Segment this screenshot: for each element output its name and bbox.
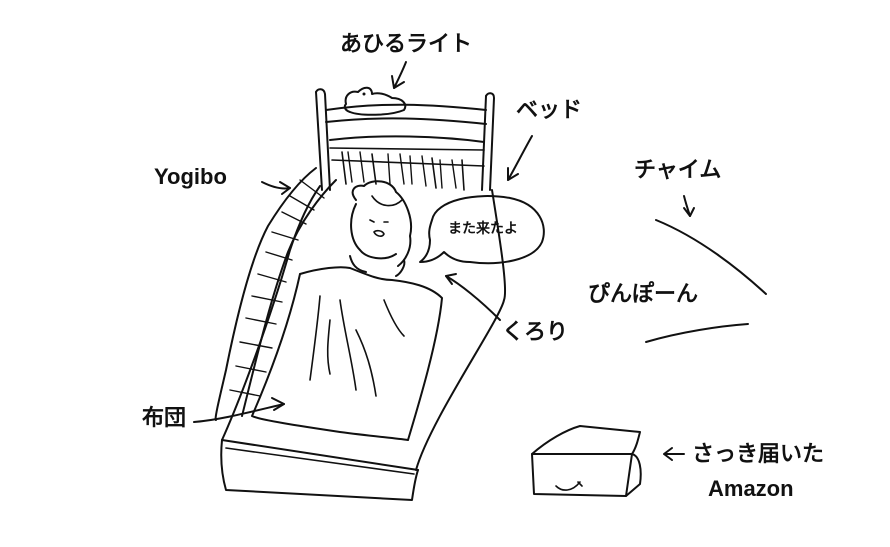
bed-label: ベッド (516, 98, 583, 123)
bed-frame (315, 88, 507, 471)
speech-bubble-shape (419, 195, 545, 265)
yogibo-cushion (214, 167, 337, 421)
girl-drawing (349, 180, 412, 277)
futon-blanket (251, 266, 443, 441)
duck-light-drawing (343, 86, 407, 116)
mattress (220, 185, 419, 501)
kurori-label: くろり (502, 320, 569, 345)
pinpon-label: ぴんぽーん (588, 282, 699, 307)
delivered-label: さっき届いた (692, 442, 825, 467)
duck-light-label: あひるライト (340, 32, 473, 57)
chime-label: チャイム (634, 158, 722, 183)
futon-label: 布団 (142, 406, 187, 431)
amazon-label: Amazon (708, 476, 794, 501)
speech-bubble-text: また来たよ (448, 221, 518, 237)
yogibo-label: Yogibo (154, 164, 227, 189)
chime-sound-lines (645, 219, 767, 343)
amazon-box (531, 425, 642, 497)
annotation-arrows (193, 61, 695, 461)
